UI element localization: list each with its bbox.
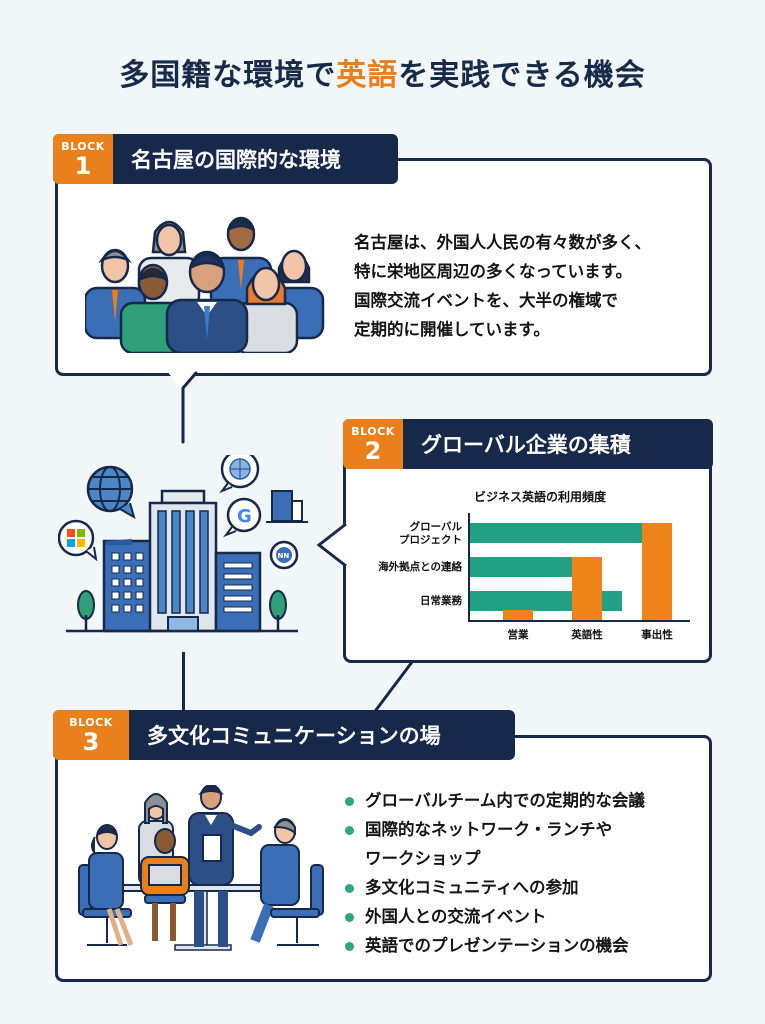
chart-title: ビジネス英語の利用頻度 bbox=[473, 490, 606, 504]
block-1-badge: BLOCK 1 bbox=[53, 134, 113, 184]
bullet-dot-icon bbox=[345, 884, 354, 893]
bullet-dot-icon bbox=[345, 942, 354, 951]
description-line: 国際交流イベントを、大半の権域で bbox=[354, 291, 618, 310]
chart-x-axis bbox=[468, 620, 690, 622]
bullet-dot-icon bbox=[345, 797, 354, 806]
block-1-heading: 名古屋の国際的な環境 bbox=[131, 148, 341, 172]
bar-overseas-contact bbox=[470, 557, 572, 577]
chart-y-label: 海外拠点との連絡 bbox=[378, 561, 462, 573]
bullet-item: 国際的なネットワーク・ランチやワークショップ bbox=[345, 815, 645, 873]
bullet-item: 外国人との交流イベント bbox=[345, 902, 645, 931]
globe-icon bbox=[86, 465, 136, 520]
y-label-line: プロジェクト bbox=[399, 534, 462, 546]
block-3-header: BLOCK 3 多文化コミュニケーションの場 bbox=[53, 710, 515, 760]
bullet-text-continued: ワークショップ bbox=[365, 849, 481, 868]
block-2-header: BLOCK 2 グローバル企業の集積 bbox=[343, 419, 713, 469]
bullet-text: グローバルチーム内での定期的な会議 bbox=[365, 791, 645, 810]
badge-label: BLOCK bbox=[69, 715, 113, 729]
bullet-item: グローバルチーム内での定期的な会議 bbox=[345, 786, 645, 815]
bullet-text: 英語でのプレゼンテーションの機会 bbox=[365, 936, 629, 955]
title-prefix: 多国籍な環境で bbox=[119, 58, 337, 93]
page-title: 多国籍な環境で英語を実践できる機会 bbox=[0, 50, 765, 94]
badge-label: BLOCK bbox=[351, 424, 395, 438]
svg-text:G: G bbox=[237, 506, 252, 527]
team-meeting-icon bbox=[78, 785, 324, 951]
block-3-bullet-list: グローバルチーム内での定期的な会議 国際的なネットワーク・ランチやワークショップ… bbox=[345, 786, 645, 960]
bullet-text: 多文化コミュニティへの参加 bbox=[365, 878, 579, 897]
bar-english bbox=[572, 557, 602, 620]
block-2-badge: BLOCK 2 bbox=[343, 419, 403, 469]
title-suffix: を実践できる機会 bbox=[398, 58, 646, 93]
y-label-line: グローバル bbox=[409, 521, 462, 533]
badge-number: 3 bbox=[82, 727, 100, 756]
title-highlight: 英語 bbox=[336, 58, 399, 93]
chart-y-axis bbox=[468, 513, 470, 622]
block-2-pointer bbox=[316, 522, 347, 568]
connector-block2-to-block3 bbox=[374, 660, 414, 712]
bullet-dot-icon bbox=[345, 826, 354, 835]
business-people-group-icon bbox=[85, 216, 325, 353]
description-line: 特に栄地区周辺の多くなっています。 bbox=[354, 262, 633, 281]
block-3-heading: 多文化コミュニケーションの場 bbox=[147, 724, 441, 748]
bar-global-project bbox=[470, 523, 642, 543]
office-buildings-icon: G NN bbox=[58, 455, 308, 633]
bullet-item: 英語でのプレゼンテーションの機会 bbox=[345, 931, 645, 960]
block-1-header: BLOCK 1 名古屋の国際的な環境 bbox=[53, 134, 398, 184]
connector-left-vertical bbox=[182, 652, 185, 710]
bullet-item: 多文化コミュニティへの参加 bbox=[345, 873, 645, 902]
description-line: 名古屋は、外国人人民の有々数が多く、 bbox=[354, 233, 651, 252]
chart-x-label: 営業 bbox=[507, 629, 529, 641]
chart-x-label: 事出性 bbox=[641, 629, 673, 641]
bullet-text: 国際的なネットワーク・ランチや bbox=[365, 820, 613, 839]
badge-number: 1 bbox=[74, 151, 92, 180]
chart-y-label: グローバル プロジェクト bbox=[350, 521, 462, 547]
block-2-heading: グローバル企業の集積 bbox=[421, 433, 631, 457]
bullet-dot-icon bbox=[345, 913, 354, 922]
connector-block1-to-block2 bbox=[168, 371, 198, 444]
description-line: 定期的に開催しています。 bbox=[354, 320, 550, 339]
block-3-badge: BLOCK 3 bbox=[53, 710, 129, 760]
badge-label: BLOCK bbox=[61, 139, 105, 153]
chart-x-label: 英語性 bbox=[571, 629, 603, 641]
badge-number: 2 bbox=[364, 436, 382, 465]
block-1-description: 名古屋は、外国人人民の有々数が多く、 特に栄地区周辺の多くなっています。 国際交… bbox=[354, 228, 651, 344]
bar-business bbox=[642, 523, 672, 620]
svg-text:NN: NN bbox=[278, 552, 290, 560]
chart-y-label: 日常業務 bbox=[420, 595, 462, 607]
bar-sales bbox=[503, 610, 533, 620]
bullet-text: 外国人との交流イベント bbox=[365, 907, 547, 926]
